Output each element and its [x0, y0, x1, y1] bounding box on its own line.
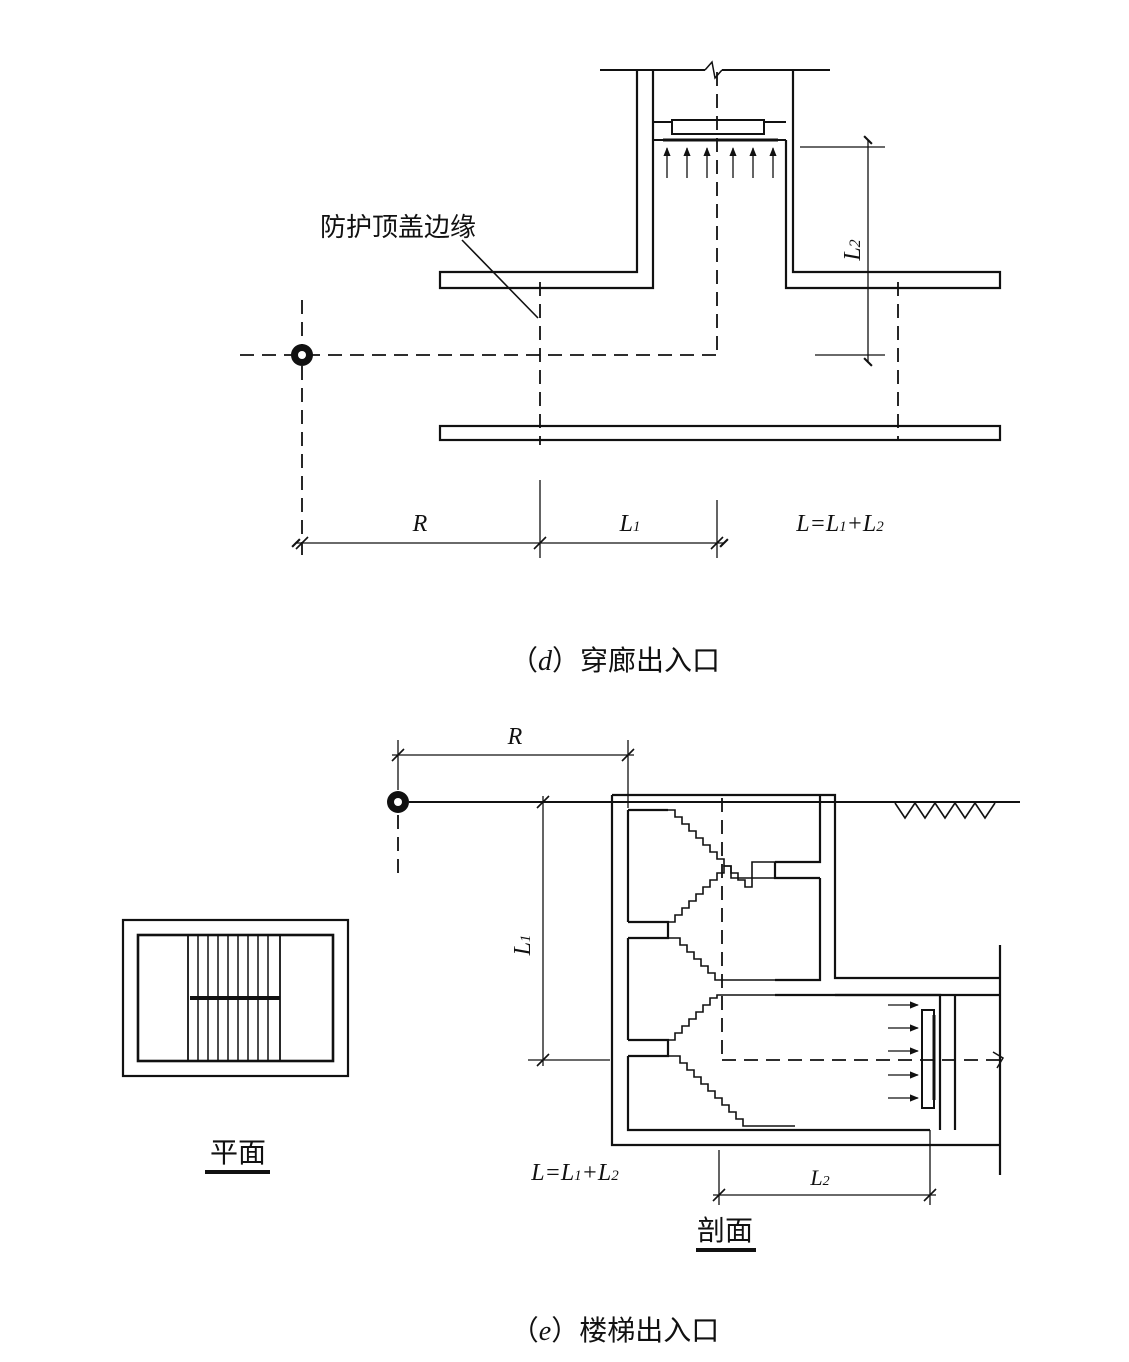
explosion-center-icon — [291, 344, 313, 366]
pressure-arrows — [663, 147, 777, 178]
lower-slab — [438, 424, 1002, 442]
section-label: 剖面 — [697, 1214, 753, 1247]
blast-door-e — [888, 1001, 936, 1109]
dimension-l1-e: L1 — [510, 795, 610, 1067]
svg-text:L1: L1 — [510, 935, 536, 957]
pressure-arrows-e — [888, 1001, 919, 1102]
caption-e: （e）楼梯出入口 — [511, 1314, 719, 1347]
dimension-r-l1: R L1 L=L1+L2 — [291, 480, 884, 558]
dim-l2-label: L — [840, 247, 866, 261]
dim-l1-label: L — [619, 511, 633, 537]
callout-protective-cover-edge: 防护顶盖边缘 — [320, 213, 539, 319]
plan-stair-treads — [187, 935, 281, 1061]
dimension-l2: L2 — [800, 135, 885, 367]
plan-view — [121, 918, 350, 1078]
dimension-l2-e: L2 — [712, 1130, 937, 1205]
dim-l2-e-label: L — [809, 1165, 822, 1190]
dashed-lines-e — [721, 798, 1005, 1069]
dim-r-e-label: R — [507, 724, 523, 750]
soil-hatch-icon — [894, 801, 996, 820]
dashed-lines — [240, 72, 899, 555]
dim-l2-sub: 2 — [847, 239, 864, 247]
svg-text:L2: L2 — [840, 239, 866, 261]
dim-l2-e-sub: 2 — [823, 1174, 830, 1189]
stair-section — [610, 793, 1002, 1175]
shaft-walls — [438, 70, 1002, 290]
dim-l1-e-label: L — [510, 942, 536, 956]
callout-text: 防护顶盖边缘 — [320, 213, 476, 243]
formula-d: L=L1+L2 — [795, 511, 884, 537]
figure-d-corridor-entrance: 防护顶盖边缘 L2 R L1 L=L1+L2 — [240, 60, 1002, 677]
dimension-r-e: R — [391, 724, 635, 808]
caption-d: （d）穿廊出入口 — [510, 644, 720, 677]
dim-l1-e-sub: 1 — [518, 935, 534, 943]
plan-label: 平面 — [210, 1136, 266, 1169]
ground-line — [600, 60, 830, 80]
blast-door — [663, 119, 778, 178]
formula-e: L=L1+L2 — [530, 1160, 619, 1186]
figure-e-stair-entrance: R L1 — [121, 724, 1020, 1347]
svg-text:L1: L1 — [619, 511, 641, 537]
svg-text:L2: L2 — [809, 1165, 829, 1190]
dim-r-label: R — [412, 511, 428, 537]
dim-l1-sub: 1 — [633, 519, 641, 535]
explosion-center-icon-e — [387, 791, 409, 875]
